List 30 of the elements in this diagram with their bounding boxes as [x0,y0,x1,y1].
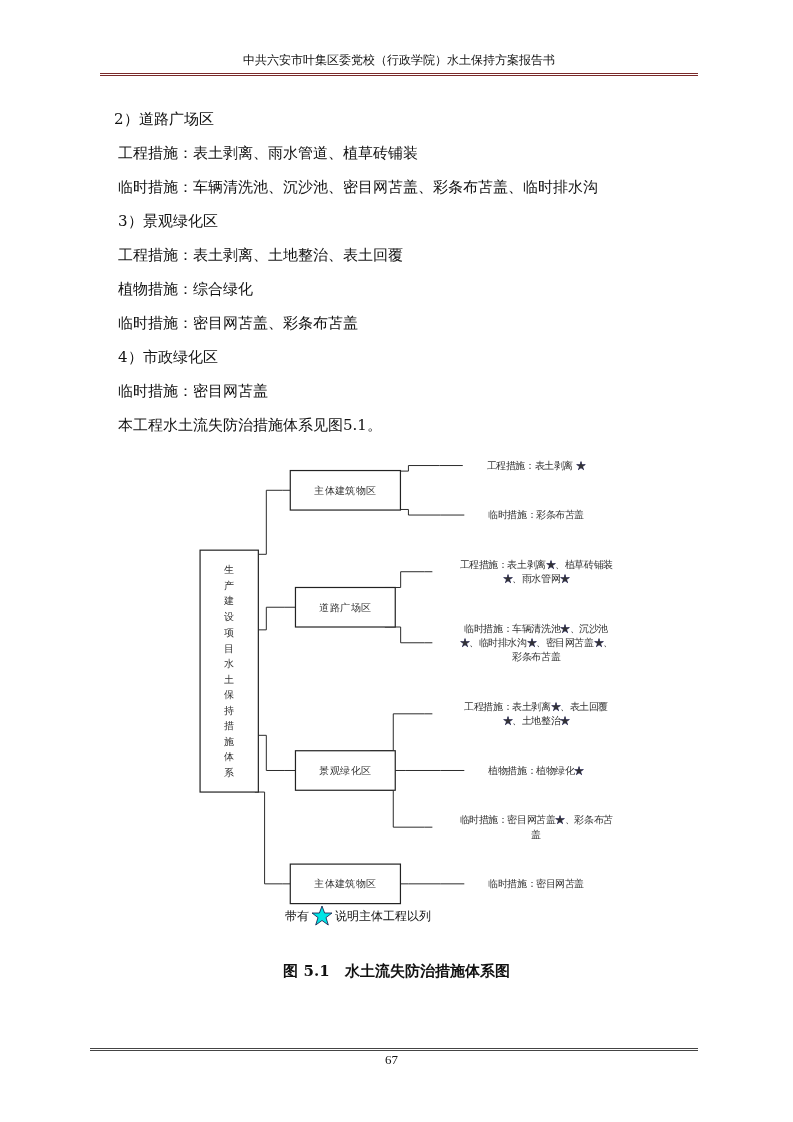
body-text: 临时措施：密目网苫盖、彩条布苫盖 [118,314,359,332]
node-text: 临时措施：密目网苫盖 [488,878,585,890]
body-text: 工程措施：表土剥离、土地整治、表土回覆 [118,246,404,264]
node-box: 生产建设项目水土保持措施体系 [199,549,259,793]
node-text: 工程措施：表土剥离★、植草砖铺装★、雨水管网★ [459,558,613,585]
body-text: 4）市政绿化区 [118,348,219,366]
body-text: 临时措施：密目网苫盖 [118,382,269,400]
node-box: 景观绿化区 [294,750,396,791]
node-box: 主体建筑物区 [289,469,402,511]
body-text: 植物措施：综合绿化 [118,280,254,298]
body-text: 临时措施：车辆清洗池、沉沙池、密目网苫盖、彩条布苫盖、临时排水沟 [118,178,598,196]
body-text: 工程措施：表土剥离、雨水管道、植草砖铺装 [118,144,419,162]
figure-caption: 图 5.1 水土流失防治措施体系图 [282,962,511,981]
legend-text: 说明主体工程以列 [335,907,431,925]
connector [399,509,465,516]
node-box: 道路广场区 [294,586,396,628]
node-text: 工程措施：表土剥离★、表土回覆★、土地整治★ [464,701,608,727]
node-box: 主体建筑物区 [289,863,402,905]
page-number: 67 [385,1052,398,1068]
body-text: 2）道路广场区 [114,110,215,128]
node-text: 植物措施：植物绿化★ [488,764,585,777]
node-text: 工程措施：表土剥离 ★ [486,459,586,472]
node-text: 临时措施：彩条布苫盖 [488,509,585,521]
legend-text: 带有 [285,907,309,925]
node-text: 临时措施：车辆清洗池★、沉沙池★、临时排水沟★、密目网苫盖★、彩条布苫盖 [459,622,613,663]
running-header: 中共六安市叶集区委党校（行政学院）水土保持方案报告书 [100,52,698,76]
connector [257,489,291,555]
body-text: 本工程水土流失防治措施体系见图5.1。 [118,416,383,434]
node-text: 临时措施：密目网苫盖★、彩条布苫盖 [459,814,613,840]
body-text: 3）景观绿化区 [118,212,219,230]
